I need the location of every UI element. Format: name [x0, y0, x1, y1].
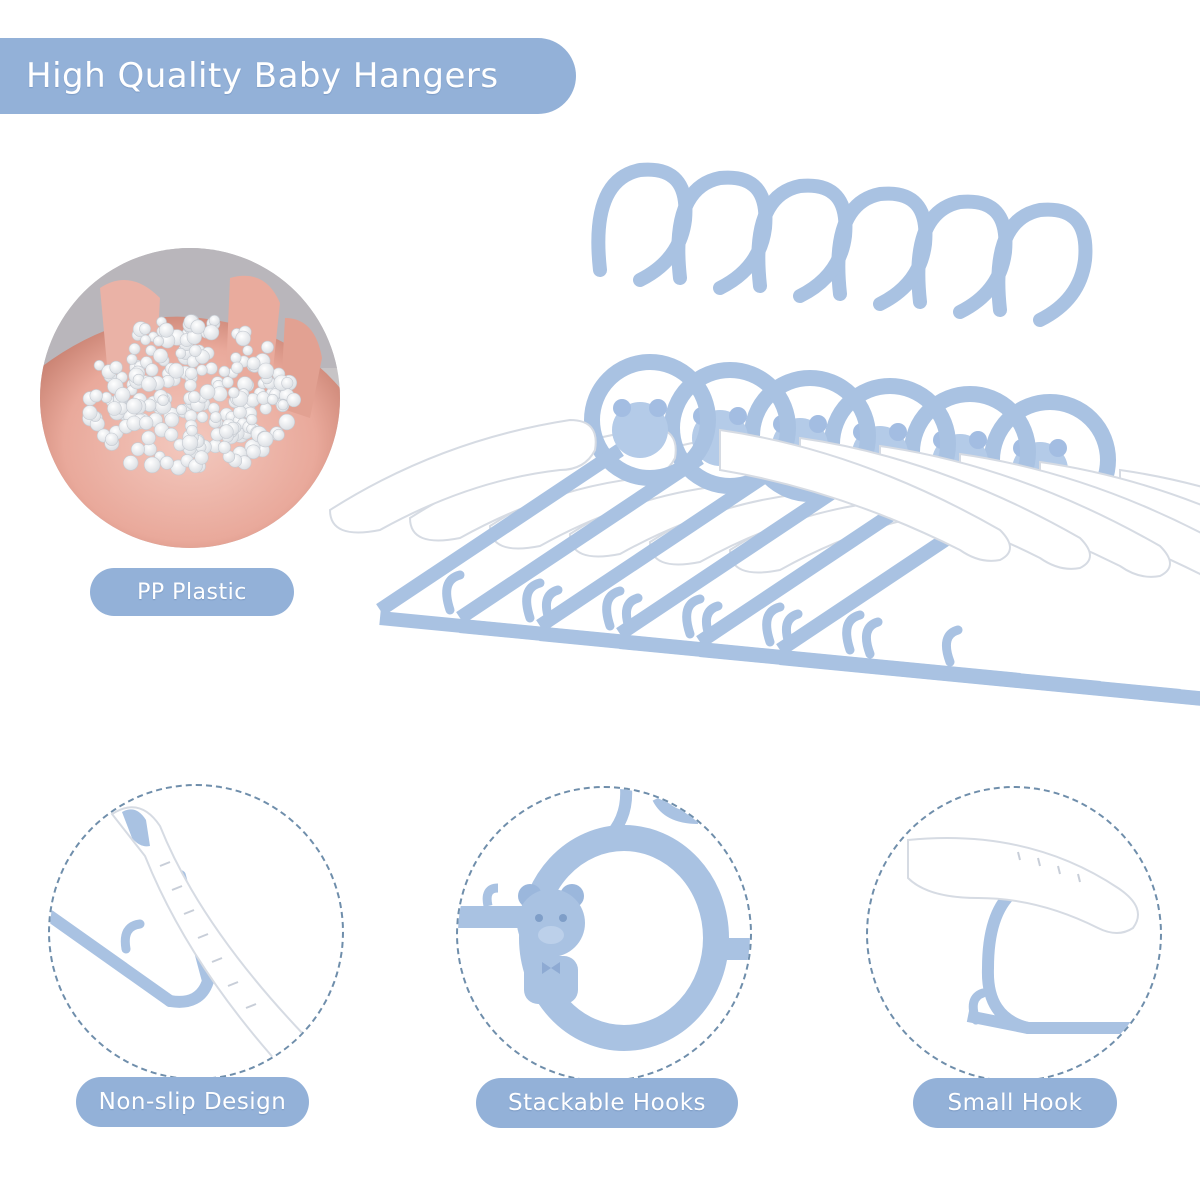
hanger: [328, 162, 1021, 687]
nonslip-label: Non-slip Design: [76, 1077, 309, 1127]
hanger-stack-image: [300, 150, 1200, 710]
nonslip-detail-circle: [48, 784, 344, 1080]
small-hook-text: Small Hook: [947, 1090, 1083, 1116]
pp-plastic-text: PP Plastic: [137, 579, 247, 605]
bear-icon: [517, 884, 585, 1004]
plastic-pellets: [82, 314, 302, 476]
stackable-label: Stackable Hooks: [476, 1078, 738, 1128]
page-title: High Quality Baby Hangers: [26, 56, 499, 96]
nonslip-text: Non-slip Design: [98, 1089, 287, 1115]
stackable-text: Stackable Hooks: [507, 1090, 707, 1116]
pp-plastic-photo: [40, 248, 340, 548]
title-banner: High Quality Baby Hangers: [0, 38, 576, 114]
small-hook-detail-circle: [866, 786, 1162, 1082]
stackable-detail-circle: [456, 786, 752, 1082]
pp-plastic-label: PP Plastic: [90, 568, 294, 616]
small-hook-label: Small Hook: [913, 1078, 1117, 1128]
